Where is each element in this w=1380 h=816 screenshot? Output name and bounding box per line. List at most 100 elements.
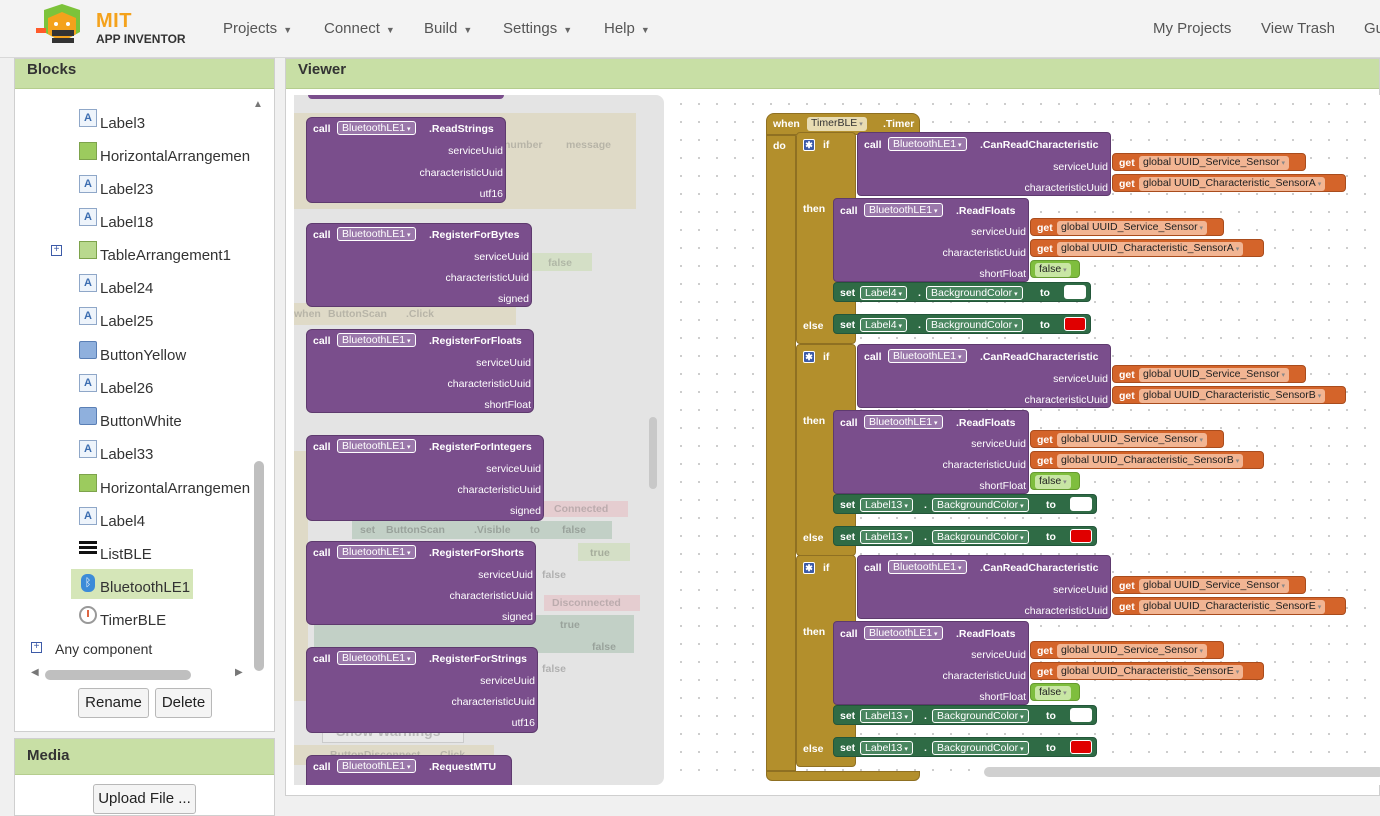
component-dropdown[interactable]: BluetoothLE1 bbox=[337, 651, 416, 665]
can-read-characteristic-block[interactable]: call BluetoothLE1 .CanReadCharacteristic… bbox=[857, 132, 1111, 196]
horizontal-scrollbar-thumb[interactable] bbox=[45, 670, 191, 680]
tree-item-buttonwhite[interactable]: ButtonWhite bbox=[100, 413, 182, 430]
get-variable-block[interactable]: get global UUID_Characteristic_SensorA bbox=[1112, 174, 1346, 192]
variable-dropdown[interactable]: global UUID_Characteristic_SensorA bbox=[1139, 177, 1326, 191]
scroll-up-arrow-icon[interactable]: ▲ bbox=[253, 99, 263, 110]
tree-item-label24[interactable]: Label24 bbox=[100, 280, 154, 297]
white-color-swatch[interactable] bbox=[1070, 708, 1092, 722]
red-color-swatch[interactable] bbox=[1064, 317, 1086, 331]
component-dropdown[interactable]: BluetoothLE1 bbox=[864, 415, 943, 429]
variable-dropdown[interactable]: global UUID_Service_Sensor bbox=[1057, 433, 1208, 447]
nav-connect[interactable]: Connect▼ bbox=[324, 20, 395, 37]
get-variable-block[interactable]: get global UUID_Characteristic_SensorE bbox=[1112, 597, 1346, 615]
red-color-swatch[interactable] bbox=[1070, 529, 1092, 543]
register-for-strings-block[interactable]: call BluetoothLE1 .RegisterForStrings se… bbox=[306, 647, 538, 733]
app-inventor-logo[interactable]: MIT APP INVENTOR bbox=[34, 4, 194, 52]
scroll-right-arrow-icon[interactable]: ▶ bbox=[235, 667, 243, 678]
register-for-floats-block[interactable]: call BluetoothLE1 .RegisterForFloats ser… bbox=[306, 329, 534, 413]
get-variable-block[interactable]: get global UUID_Service_Sensor bbox=[1030, 641, 1224, 659]
mutator-gear-icon[interactable]: ✱ bbox=[803, 139, 815, 151]
white-color-swatch[interactable] bbox=[1070, 497, 1092, 511]
property-dropdown[interactable]: BackgroundColor bbox=[926, 286, 1023, 300]
white-color-swatch[interactable] bbox=[1064, 285, 1086, 299]
vertical-scrollbar-thumb[interactable] bbox=[254, 461, 264, 671]
variable-dropdown[interactable]: global UUID_Characteristic_SensorB bbox=[1139, 389, 1326, 403]
upload-file-button[interactable]: Upload File ... bbox=[93, 784, 196, 814]
get-variable-block[interactable]: get global UUID_Service_Sensor bbox=[1030, 430, 1224, 448]
tree-item-label4[interactable]: Label4 bbox=[100, 513, 146, 530]
scroll-left-arrow-icon[interactable]: ◀ bbox=[31, 667, 39, 678]
tree-item-label3[interactable]: Label3 bbox=[100, 115, 146, 132]
request-mtu-block[interactable]: call BluetoothLE1 .RequestMTU bbox=[306, 755, 512, 785]
get-variable-block[interactable]: get global UUID_Service_Sensor bbox=[1112, 365, 1306, 383]
nav-projects[interactable]: Projects▼ bbox=[223, 20, 292, 37]
false-dropdown[interactable]: false bbox=[1035, 686, 1071, 700]
variable-dropdown[interactable]: global UUID_Service_Sensor bbox=[1139, 579, 1290, 593]
property-dropdown[interactable]: BackgroundColor bbox=[932, 709, 1029, 723]
component-dropdown[interactable]: BluetoothLE1 bbox=[337, 759, 416, 773]
false-dropdown[interactable]: false bbox=[1035, 475, 1071, 489]
expand-plus-icon[interactable]: + bbox=[51, 245, 62, 256]
label-component-dropdown[interactable]: Label13 bbox=[860, 709, 913, 723]
tree-item-horizontalarrangement2[interactable]: HorizontalArrangemen bbox=[100, 480, 251, 497]
component-dropdown[interactable]: BluetoothLE1 bbox=[337, 545, 416, 559]
set-background-block[interactable]: set Label4 . BackgroundColor to bbox=[833, 314, 1091, 334]
nav-view-trash[interactable]: View Trash bbox=[1261, 20, 1335, 37]
component-dropdown[interactable]: BluetoothLE1 bbox=[337, 333, 416, 347]
tree-item-listble[interactable]: ListBLE bbox=[100, 546, 152, 563]
nav-help[interactable]: Help▼ bbox=[604, 20, 650, 37]
get-variable-block[interactable]: get global UUID_Characteristic_SensorE bbox=[1030, 662, 1264, 680]
tree-item-label26[interactable]: Label26 bbox=[100, 380, 154, 397]
false-block[interactable]: false bbox=[1030, 260, 1080, 278]
variable-dropdown[interactable]: global UUID_Characteristic_SensorE bbox=[1057, 665, 1244, 679]
component-dropdown[interactable]: BluetoothLE1 bbox=[888, 137, 967, 151]
label-component-dropdown[interactable]: Label13 bbox=[860, 530, 913, 544]
tree-item-any-component[interactable]: Any component bbox=[55, 641, 153, 657]
component-dropdown[interactable]: BluetoothLE1 bbox=[888, 560, 967, 574]
false-dropdown[interactable]: false bbox=[1035, 263, 1071, 277]
timer-component-dropdown[interactable]: TimerBLE bbox=[807, 117, 867, 131]
scroll-down-arrow-icon[interactable]: ▼ bbox=[253, 679, 263, 681]
set-background-block[interactable]: set Label13 . BackgroundColor to bbox=[833, 705, 1097, 725]
property-dropdown[interactable]: BackgroundColor bbox=[932, 498, 1029, 512]
component-dropdown[interactable]: BluetoothLE1 bbox=[337, 439, 416, 453]
variable-dropdown[interactable]: global UUID_Characteristic_SensorE bbox=[1139, 600, 1326, 614]
rename-button[interactable]: Rename bbox=[78, 688, 149, 718]
read-floats-block[interactable]: call BluetoothLE1 .ReadFloats serviceUui… bbox=[833, 198, 1029, 282]
variable-dropdown[interactable]: global UUID_Characteristic_SensorB bbox=[1057, 454, 1244, 468]
component-dropdown[interactable]: BluetoothLE1 bbox=[337, 227, 416, 241]
get-variable-block[interactable]: get global UUID_Characteristic_SensorB bbox=[1112, 386, 1346, 404]
set-background-block[interactable]: set Label13 . BackgroundColor to bbox=[833, 494, 1097, 514]
false-block[interactable]: false bbox=[1030, 472, 1080, 490]
timer-event-header[interactable]: when TimerBLE .Timer bbox=[766, 113, 920, 135]
nav-guide[interactable]: Gu bbox=[1364, 20, 1380, 37]
set-background-block[interactable]: set Label13 . BackgroundColor to bbox=[833, 526, 1097, 546]
tree-item-horizontalarrangement[interactable]: HorizontalArrangemen bbox=[100, 148, 251, 165]
read-floats-block[interactable]: call BluetoothLE1 .ReadFloats serviceUui… bbox=[833, 621, 1029, 705]
tree-item-label23[interactable]: Label23 bbox=[100, 181, 154, 198]
get-variable-block[interactable]: get global UUID_Service_Sensor bbox=[1030, 218, 1224, 236]
tree-item-label18[interactable]: Label18 bbox=[100, 214, 154, 231]
register-for-bytes-block[interactable]: call BluetoothLE1 .RegisterForBytes serv… bbox=[306, 223, 532, 307]
component-dropdown[interactable]: BluetoothLE1 bbox=[888, 349, 967, 363]
red-color-swatch[interactable] bbox=[1070, 740, 1092, 754]
variable-dropdown[interactable]: global UUID_Service_Sensor bbox=[1139, 368, 1290, 382]
nav-build[interactable]: Build▼ bbox=[424, 20, 472, 37]
property-dropdown[interactable]: BackgroundColor bbox=[926, 318, 1023, 332]
label-component-dropdown[interactable]: Label13 bbox=[860, 741, 913, 755]
get-variable-block[interactable]: get global UUID_Service_Sensor bbox=[1112, 576, 1306, 594]
flyout-scrollbar-thumb[interactable] bbox=[649, 417, 657, 489]
if-block[interactable]: ✱ if then else bbox=[796, 132, 856, 344]
label-component-dropdown[interactable]: Label4 bbox=[860, 318, 907, 332]
get-variable-block[interactable]: get global UUID_Service_Sensor bbox=[1112, 153, 1306, 171]
read-strings-block[interactable]: call BluetoothLE1 .ReadStrings serviceUu… bbox=[306, 117, 506, 203]
tree-item-label33[interactable]: Label33 bbox=[100, 446, 154, 463]
component-dropdown[interactable]: BluetoothLE1 bbox=[337, 121, 416, 135]
label-component-dropdown[interactable]: Label13 bbox=[860, 498, 913, 512]
read-floats-block[interactable]: call BluetoothLE1 .ReadFloats serviceUui… bbox=[833, 410, 1029, 494]
component-dropdown[interactable]: BluetoothLE1 bbox=[864, 203, 943, 217]
tree-item-tablearrangement1[interactable]: TableArrangement1 bbox=[100, 247, 231, 264]
mutator-gear-icon[interactable]: ✱ bbox=[803, 351, 815, 363]
false-block[interactable]: false bbox=[1030, 683, 1080, 701]
tree-item-buttonyellow[interactable]: ButtonYellow bbox=[100, 347, 187, 364]
